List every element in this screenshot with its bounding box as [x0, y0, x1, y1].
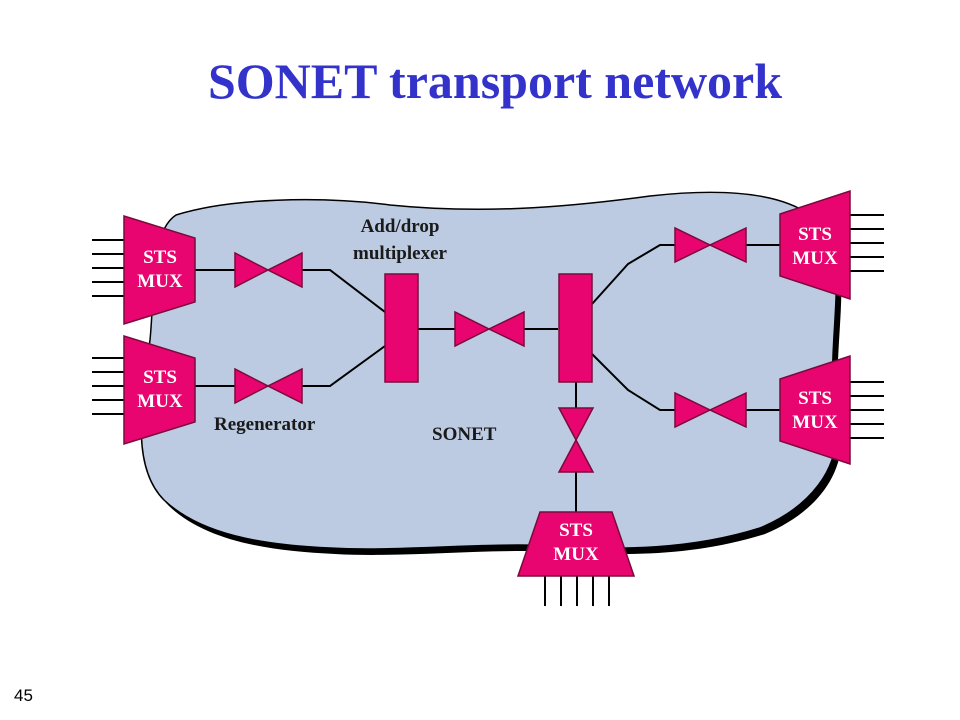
add-drop-label-line2: multiplexer	[353, 243, 447, 264]
tributaries-left-top	[92, 239, 125, 297]
regenerator-left-bottom	[234, 367, 303, 405]
add-drop-label-line1: Add/drop	[361, 216, 440, 237]
mux-label-line1: STS	[559, 520, 593, 541]
add-drop-multiplexer-right	[558, 273, 593, 383]
sts-mux-left-bottom: STS MUX	[123, 334, 196, 446]
page-number: 45	[14, 686, 33, 705]
sts-mux-right-top: STS MUX	[779, 189, 851, 301]
sts-mux-bottom: STS MUX	[516, 511, 636, 577]
tributaries-right-bottom	[850, 381, 884, 439]
regenerator-label: Regenerator	[214, 414, 316, 435]
sts-mux-left-top: STS MUX	[123, 214, 196, 326]
tributaries-left-bottom	[92, 357, 125, 415]
mux-label-line2: MUX	[137, 271, 183, 292]
tributaries-right-top	[850, 214, 884, 272]
sonet-network-label: SONET	[432, 424, 497, 445]
mux-label-line1: STS	[798, 388, 832, 409]
sts-mux-right-bottom: STS MUX	[779, 354, 851, 466]
mux-label-line2: MUX	[792, 412, 838, 433]
regenerator-center	[454, 310, 525, 348]
mux-label-line2: MUX	[792, 248, 838, 269]
links	[195, 244, 780, 512]
add-drop-multiplexer-left	[384, 273, 419, 383]
regenerator-right-bottom	[674, 391, 747, 429]
tributaries-bottom	[544, 576, 610, 606]
mux-label-line2: MUX	[553, 544, 599, 565]
slide-title: SONET transport network	[207, 53, 783, 109]
mux-label-line1: STS	[143, 367, 177, 388]
regenerator-vertical	[557, 407, 595, 473]
regenerator-left-top	[234, 251, 303, 289]
mux-label-line1: STS	[143, 247, 177, 268]
regenerator-right-top	[674, 226, 747, 264]
sonet-cloud	[140, 191, 838, 550]
mux-label-line2: MUX	[137, 391, 183, 412]
mux-label-line1: STS	[798, 224, 832, 245]
